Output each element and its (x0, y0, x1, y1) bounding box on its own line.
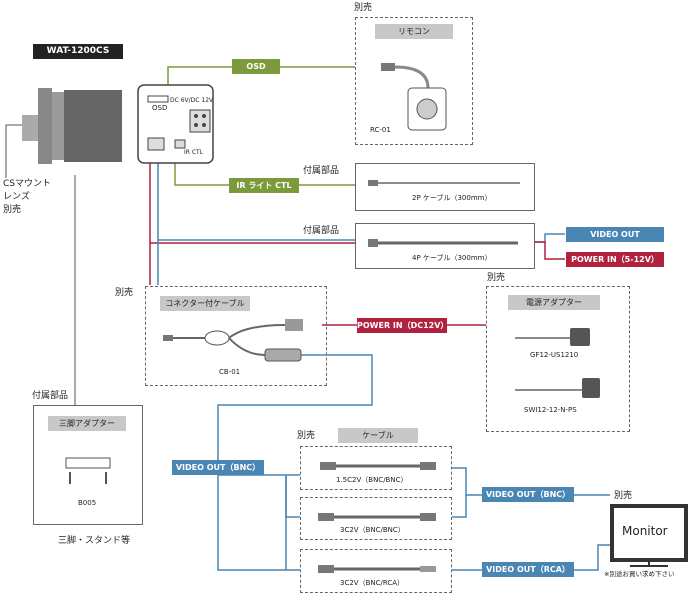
connector-cable-box (145, 286, 327, 386)
tripod-title: 三脚アダプター (48, 416, 126, 431)
adapter-model-1: GF12-US1210 (530, 351, 579, 359)
remote-title: リモコン (375, 24, 453, 39)
connector-cable-title: コネクター付ケーブル (160, 296, 250, 311)
adapter-title: 電源アダプター (508, 295, 600, 310)
lens-label-1: CSマウント (3, 179, 51, 189)
osd-tag: OSD (232, 59, 280, 74)
adapter-model-2: SWI12-12-N-PS (524, 406, 577, 414)
connector-sold-separately: 別売 (115, 288, 134, 298)
video-out-rca-tag: VIDEO OUT（RCA） (482, 562, 574, 577)
remote-sold-separately: 別売 (354, 3, 373, 13)
accessory-2p-heading: 付属部品 (303, 166, 340, 176)
cable-3-caption: 3C2V（BNC/RCA） (340, 579, 405, 587)
accessory-4p-box (355, 223, 535, 269)
power-in-tag: POWER IN（5-12V） (566, 252, 664, 267)
adapter-sold-separately: 別売 (487, 273, 506, 283)
accessory-2p-caption: 2P ケーブル（300mm） (412, 194, 492, 202)
ir-tag: IR ライト CTL (229, 178, 299, 193)
video-out-bnc-right-tag: VIDEO OUT（BNC） (482, 487, 574, 502)
tripod-heading: 付属部品 (32, 391, 69, 401)
camera-ir-label: IR CTL (184, 149, 204, 156)
adapter-box (486, 286, 630, 432)
video-out-bnc-left-tag: VIDEO OUT（BNC） (172, 460, 264, 475)
cable-3-box (300, 549, 452, 593)
model-label: WAT-1200CS (33, 44, 123, 59)
connector-cable-model: CB-01 (219, 368, 241, 376)
remote-box (355, 17, 473, 145)
cable-1-caption: 1.5C2V（BNC/BNC） (336, 476, 408, 484)
accessory-4p-caption: 4P ケーブル（300mm） (412, 254, 492, 262)
tripod-model: B005 (78, 499, 97, 507)
power-in-dc12-tag: POWER IN（DC12V） (357, 318, 448, 333)
remote-model: RC-01 (370, 126, 391, 134)
cables-title: ケーブル (338, 428, 418, 443)
video-out-tag: VIDEO OUT (566, 227, 664, 242)
accessory-2p-box (355, 163, 535, 211)
monitor-sold-separately: 別売 (614, 491, 633, 501)
tripod-caption: 三脚・スタンド等 (58, 536, 131, 546)
cable-1-box (300, 446, 452, 490)
lens-label-3: 別売 (3, 205, 22, 215)
monitor-label: Monitor (622, 524, 668, 538)
lens-label-2: レンズ (3, 192, 30, 202)
cable-2-caption: 3C2V（BNC/BNC） (340, 526, 405, 534)
camera-dc-label: DC 6V/DC 12V (170, 97, 214, 104)
cable-2-box (300, 497, 452, 540)
camera-osd-label: OSD (152, 104, 168, 112)
monitor-note: ※別途お買い求め下さい (604, 570, 675, 578)
accessory-4p-heading: 付属部品 (303, 226, 340, 236)
cables-sold-separately: 別売 (297, 431, 316, 441)
